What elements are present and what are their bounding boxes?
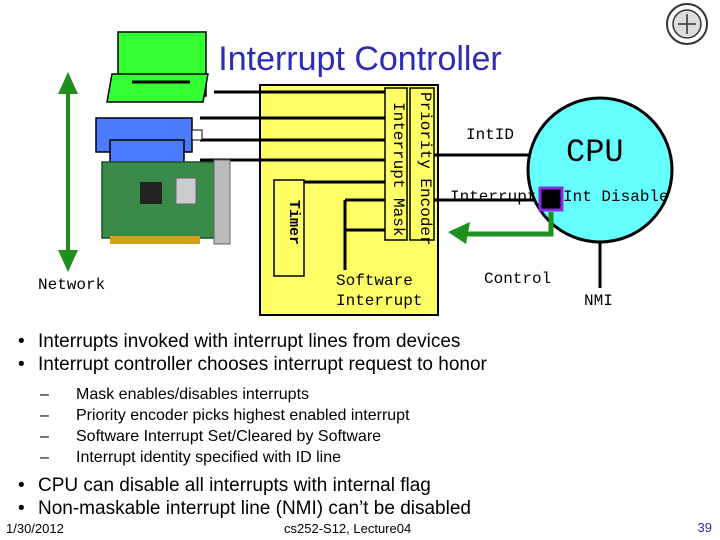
software-interrupt-label-1: Software <box>336 272 413 290</box>
printer-icon <box>95 117 203 171</box>
network-card-icon <box>101 159 231 245</box>
slide-title: Interrupt Controller <box>218 40 502 78</box>
intid-label: IntID <box>466 126 515 144</box>
timer-label: Timer <box>285 200 302 246</box>
page-number: 39 <box>697 520 712 535</box>
priority-encoder-label: Priority Encoder <box>416 92 434 246</box>
bullet-item: Interrupt controller chooses interrupt r… <box>18 353 718 376</box>
network-label: Network <box>38 276 106 294</box>
bullet-item: Non-maskable interrupt line (NMI) can’t … <box>18 497 718 520</box>
int-disable-flag <box>538 186 564 212</box>
timer-box <box>273 179 305 277</box>
nmi-label: NMI <box>584 292 613 310</box>
interrupt-mask-box <box>384 87 408 241</box>
sub-bullet-item: Software Interrupt Set/Cleared by Softwa… <box>18 426 718 447</box>
software-interrupt-label-2: Interrupt <box>336 292 423 310</box>
footer-course: cs252-S12, Lecture04 <box>284 521 412 536</box>
interrupt-controller-diagram <box>58 31 674 316</box>
footer-date: 1/30/2012 <box>6 521 64 536</box>
disk-icon <box>106 31 209 103</box>
interrupt-mask-label: Interrupt Mask <box>389 102 407 237</box>
int-disable-label: Int Disable <box>563 188 669 206</box>
sub-bullet-item: Priority encoder picks highest enabled i… <box>18 405 718 426</box>
control-label: Control <box>484 270 552 288</box>
university-seal-icon <box>666 3 708 45</box>
bullet-item: CPU can disable all interrupts with inte… <box>18 474 718 497</box>
bullet-list: Interrupts invoked with interrupt lines … <box>18 330 718 520</box>
interrupt-label: Interrupt <box>450 188 537 206</box>
priority-encoder-box <box>409 87 435 241</box>
cpu-label: CPU <box>566 134 624 171</box>
sub-bullet-item: Mask enables/disables interrupts <box>18 384 718 405</box>
bullet-item: Interrupts invoked with interrupt lines … <box>18 330 718 353</box>
sub-bullet-item: Interrupt identity specified with ID lin… <box>18 447 718 468</box>
